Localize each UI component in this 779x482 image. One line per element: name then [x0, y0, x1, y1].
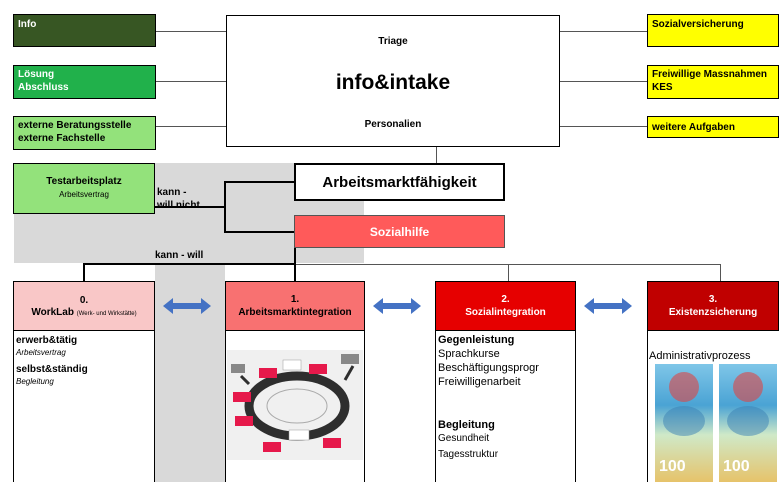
testarbeitsplatz-label: Testarbeitsplatz: [46, 176, 122, 187]
info-label: Info: [18, 19, 37, 30]
connector-line: [156, 126, 226, 127]
extern-box[interactable]: externe Beratungsstelle externe Fachstel…: [13, 116, 156, 150]
info-intake-box[interactable]: Triage info&intake Personalien: [226, 15, 560, 147]
banknote-value: 100: [659, 458, 686, 475]
worklab-content: erwerb&tätig Arbeitsvertrag selbst&ständ…: [16, 334, 88, 388]
banknote-image: 100: [719, 364, 777, 482]
sozialversicherung-box[interactable]: Sozialversicherung: [647, 14, 779, 47]
extern-fach-label: externe Fachstelle: [18, 133, 106, 144]
double-arrow-icon: [373, 298, 421, 314]
administrativprozess-label: Administrativprozess: [649, 350, 751, 362]
kann-label: kann -: [157, 187, 187, 198]
tagesstruktur-item: Tagesstruktur: [438, 449, 499, 460]
testarbeitsplatz-box[interactable]: Testarbeitsplatz Arbeitsvertrag: [13, 163, 155, 214]
connector-line: [508, 264, 509, 281]
selbst-staendig-label: selbst&ständig: [16, 364, 88, 375]
arbeitsmarktfaehigkeit-label: Arbeitsmarktfähigkeit: [322, 173, 477, 191]
worklab-title: WorkLab: [31, 307, 74, 318]
worklab-number: 0.: [79, 295, 89, 306]
double-arrow-icon: [584, 298, 632, 314]
personalien-label: Personalien: [364, 119, 422, 130]
triage-label: Triage: [378, 36, 408, 47]
connector-line: [83, 263, 85, 281]
sozialintegration-number: 2.: [501, 294, 510, 305]
erwerb-taetig-label: erwerb&tätig: [16, 335, 78, 346]
worklab-header[interactable]: 0. WorkLab (Werk- und Wirkstätte): [13, 281, 155, 331]
grey-panel-lower: [155, 263, 225, 482]
connector-line: [224, 231, 294, 233]
connector-line: [294, 248, 296, 281]
info-intake-title: info&intake: [335, 71, 451, 94]
abschluss-label: Abschluss: [18, 82, 69, 93]
weitere-aufgaben-box[interactable]: weitere Aufgaben: [647, 116, 779, 138]
sozialintegration-content: Gegenleistung Sprachkurse Beschäftigungs…: [438, 333, 539, 462]
weitere-aufgaben-label: weitere Aufgaben: [652, 122, 735, 133]
connector-line: [156, 81, 226, 82]
connector-line: [156, 31, 226, 32]
kann-will-label: kann - will: [155, 250, 204, 261]
begleitung-heading: Begleitung: [438, 419, 495, 431]
arbeitsmarktintegration-number: 1.: [290, 294, 300, 305]
banknote-image: 100: [655, 364, 713, 482]
sozialhilfe-label: Sozialhilfe: [369, 224, 430, 239]
worklab-subtitle: (Werk- und Wirkstätte): [76, 311, 137, 317]
loesung-box[interactable]: Lösung Abschluss: [13, 65, 156, 99]
sozialintegration-title: Sozialintegration: [465, 307, 546, 318]
beschaeftigung-item: Beschäftigungsprogr: [438, 362, 539, 374]
freiwillige-label: Freiwillige Massnahmen: [652, 69, 768, 80]
connector-line: [224, 181, 294, 183]
sozialintegration-header[interactable]: 2. Sozialintegration: [435, 281, 576, 331]
sozialversicherung-label: Sozialversicherung: [652, 19, 744, 30]
existenzsicherung-title: Existenzsicherung: [668, 307, 758, 318]
existenzsicherung-header[interactable]: 3. Existenzsicherung: [647, 281, 779, 331]
connector-line: [224, 181, 226, 233]
arbeitsvertrag-note: Arbeitsvertrag: [16, 348, 66, 357]
connector-line: [720, 264, 721, 281]
existenzsicherung-number: 3.: [708, 294, 718, 305]
will-nicht-label: will nicht: [157, 199, 200, 212]
double-arrow-icon: [163, 298, 211, 314]
arbeitsmarktfaehigkeit-box[interactable]: Arbeitsmarktfähigkeit: [294, 163, 505, 201]
info-box[interactable]: Info: [13, 14, 156, 47]
banknote-value: 100: [723, 458, 750, 475]
connector-line: [560, 126, 650, 127]
connector-line: [560, 81, 650, 82]
extern-beratung-label: externe Beratungsstelle: [18, 120, 132, 131]
sprachkurse-item: Sprachkurse: [438, 348, 500, 360]
sozialhilfe-box[interactable]: Sozialhilfe: [294, 215, 505, 248]
connector-line: [83, 263, 296, 265]
freiwillige-box[interactable]: Freiwillige Massnahmen KES: [647, 65, 779, 99]
connector-line: [560, 31, 650, 32]
gesundheit-item: Gesundheit: [438, 433, 490, 444]
arbeitsmarktintegration-header[interactable]: 1. Arbeitsmarktintegration: [225, 281, 365, 331]
gegenleistung-heading: Gegenleistung: [438, 334, 515, 346]
cycle-diagram-image: [227, 350, 363, 460]
kes-label: KES: [652, 82, 673, 93]
connector-line: [436, 147, 437, 163]
loesung-label: Lösung: [18, 69, 55, 80]
connector-line: [155, 206, 225, 208]
begleitung-note: Begleitung: [16, 377, 54, 386]
arbeitsvertrag-label: Arbeitsvertrag: [59, 190, 109, 199]
kann-will-nicht-label: kann - will nicht: [157, 186, 200, 212]
freiwilligenarbeit-item: Freiwilligenarbeit: [438, 376, 521, 388]
arbeitsmarktintegration-title: Arbeitsmarktintegration: [238, 307, 352, 318]
